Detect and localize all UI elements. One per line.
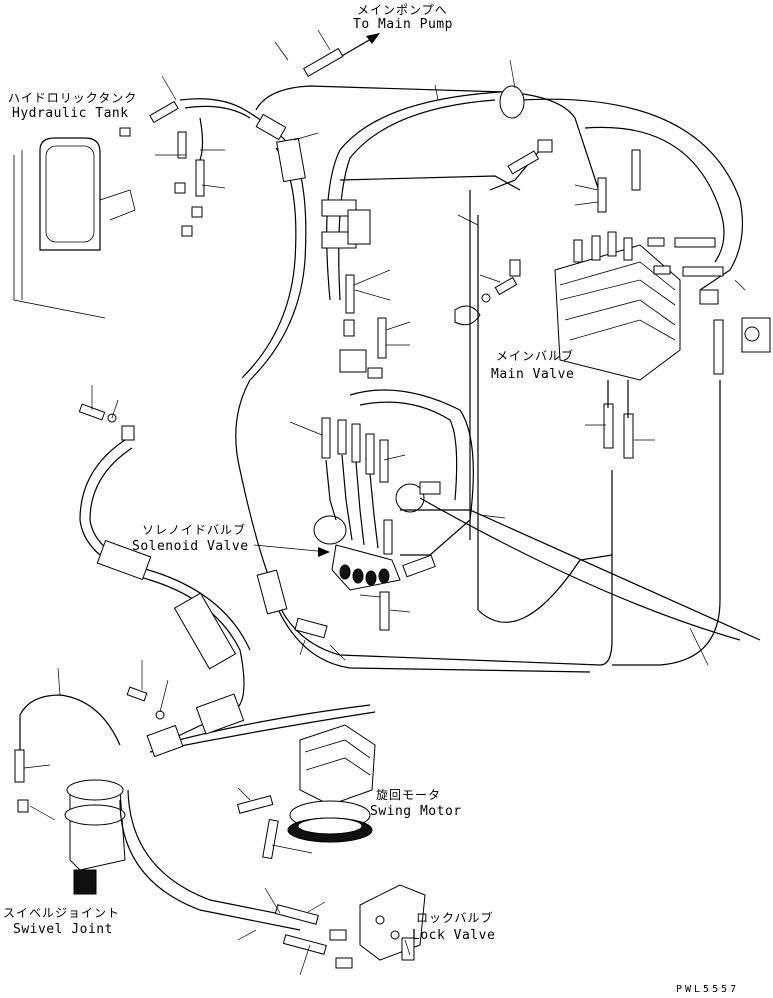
main-valve-label-jp: メインバルブ [496, 349, 575, 363]
solenoid-valve-label-jp: ソレノイドバルブ [142, 523, 247, 537]
swivel-joint-label-jp: スイベルジョイント [3, 906, 121, 920]
lock-valve [274, 884, 426, 969]
swing-motor-label-en: Swing Motor [370, 804, 462, 819]
main-valve [554, 149, 771, 459]
swivel-joint-label-en: Swivel Joint [13, 922, 113, 937]
swivel-joint [14, 694, 311, 931]
lock-valve-label-jp: ロックバルブ [416, 911, 494, 925]
center-lines [339, 139, 553, 610]
tank-fittings [119, 100, 205, 237]
hydraulic-tank-label-en: Hydraulic Tank [12, 106, 129, 121]
main-valve-label-en: Main Valve [491, 367, 575, 382]
hydraulic-tank [13, 137, 136, 319]
main-pump-label-en: To Main Pump [353, 17, 453, 32]
left-hose-loop [79, 439, 376, 758]
swing-motor [236, 724, 376, 860]
lock-valve-label-en: Lock Valve [412, 928, 496, 943]
swing-motor-label-jp: 旋回モータ [376, 788, 442, 802]
drawing-code: PWL5557 [676, 984, 740, 995]
center-fittings [78, 274, 387, 441]
tank-hoses [179, 98, 307, 581]
hydraulic-tank-label-jp: ハイドロリックタンク [8, 91, 138, 105]
to-main-pump-arrow [302, 33, 380, 78]
hose-clamps [321, 199, 521, 326]
solenoid-valve-label-en: Solenoid Valve [132, 539, 249, 554]
main-pump-label-jp: メインポンプへ [357, 3, 448, 17]
leader-lines [23, 29, 746, 976]
solenoid-valve [313, 389, 761, 641]
